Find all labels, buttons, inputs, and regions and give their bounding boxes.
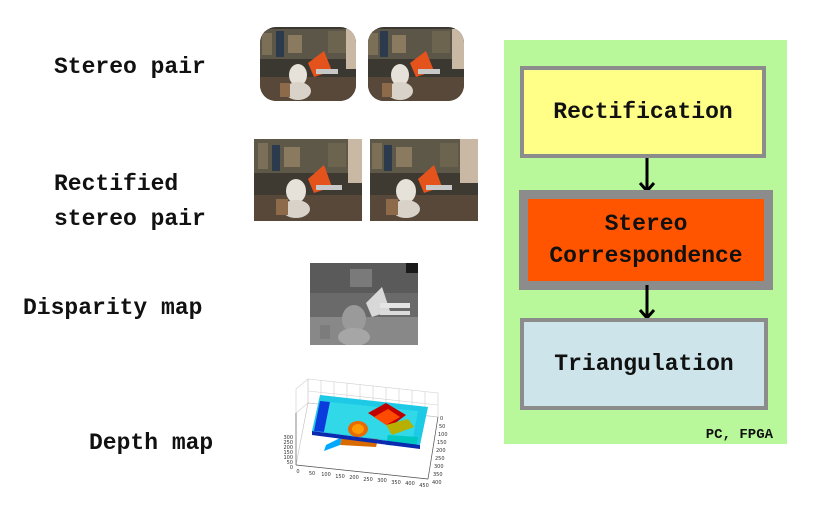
depth-x-tick: 350 [391, 480, 401, 486]
rectified-label-line1: Rectified [54, 171, 179, 197]
triangulation-box: Triangulation [520, 318, 768, 410]
stereo-correspondence-label-line1: Stereo [604, 211, 688, 237]
depth-z-tick: 50 [439, 424, 445, 430]
depth-x-tick: 200 [349, 475, 359, 481]
rectification-box: Rectification [520, 66, 766, 158]
depth-y-tick: 200 [283, 445, 293, 451]
depth-z-tick: 0 [440, 416, 443, 422]
stereo-correspondence-box: Stereo Correspondence [519, 190, 773, 290]
disparity-map-image [310, 263, 418, 345]
stereo-right-image [366, 25, 466, 103]
rectified-label-line2: stereo pair [54, 206, 206, 232]
depth-y-tick: 150 [283, 450, 293, 456]
depth-x-tick: 50 [309, 471, 315, 477]
depth-y-tick: 300 [283, 435, 293, 441]
depth-map-label: Depth map [89, 430, 214, 456]
depth-z-tick: 350 [433, 472, 443, 478]
depth-z-tick: 150 [437, 440, 447, 446]
triangulation-label: Triangulation [554, 351, 734, 377]
pipeline-panel: Rectification Stereo Correspondence Tria… [504, 40, 787, 444]
depth-z-tick: 250 [435, 456, 445, 462]
depth-y-tick: 100 [283, 455, 293, 461]
depth-x-tick: 400 [405, 481, 415, 487]
stereo-left-image [258, 25, 358, 103]
depth-z-tick: 200 [436, 448, 446, 454]
stereo-pair-label: Stereo pair [54, 54, 206, 80]
depth-x-tick: 300 [377, 478, 387, 484]
depth-x-tick: 450 [419, 483, 429, 489]
rectification-label: Rectification [553, 99, 733, 125]
depth-z-tick: 400 [432, 480, 442, 486]
arrow-down-icon [638, 285, 656, 321]
depth-x-tick: 250 [363, 477, 373, 483]
depth-x-tick: 0 [296, 469, 299, 475]
arrow-down-icon [638, 158, 656, 194]
depth-x-tick: 100 [321, 472, 331, 478]
rectified-right-image [370, 139, 478, 221]
stereo-correspondence-label-line2: Correspondence [549, 243, 743, 269]
depth-x-tick: 150 [335, 474, 345, 480]
depth-y-tick: 50 [287, 460, 293, 466]
depth-map-plot: 300 250 200 150 100 50 0 0 50 100 150 20… [268, 365, 448, 503]
disparity-map-label: Disparity map [23, 295, 203, 321]
platform-tag: PC, FPGA [705, 427, 773, 443]
depth-z-tick: 300 [434, 464, 444, 470]
depth-y-tick: 250 [283, 440, 293, 446]
depth-z-tick: 100 [438, 432, 448, 438]
depth-y-tick: 0 [290, 465, 293, 471]
rectified-left-image [254, 139, 362, 221]
